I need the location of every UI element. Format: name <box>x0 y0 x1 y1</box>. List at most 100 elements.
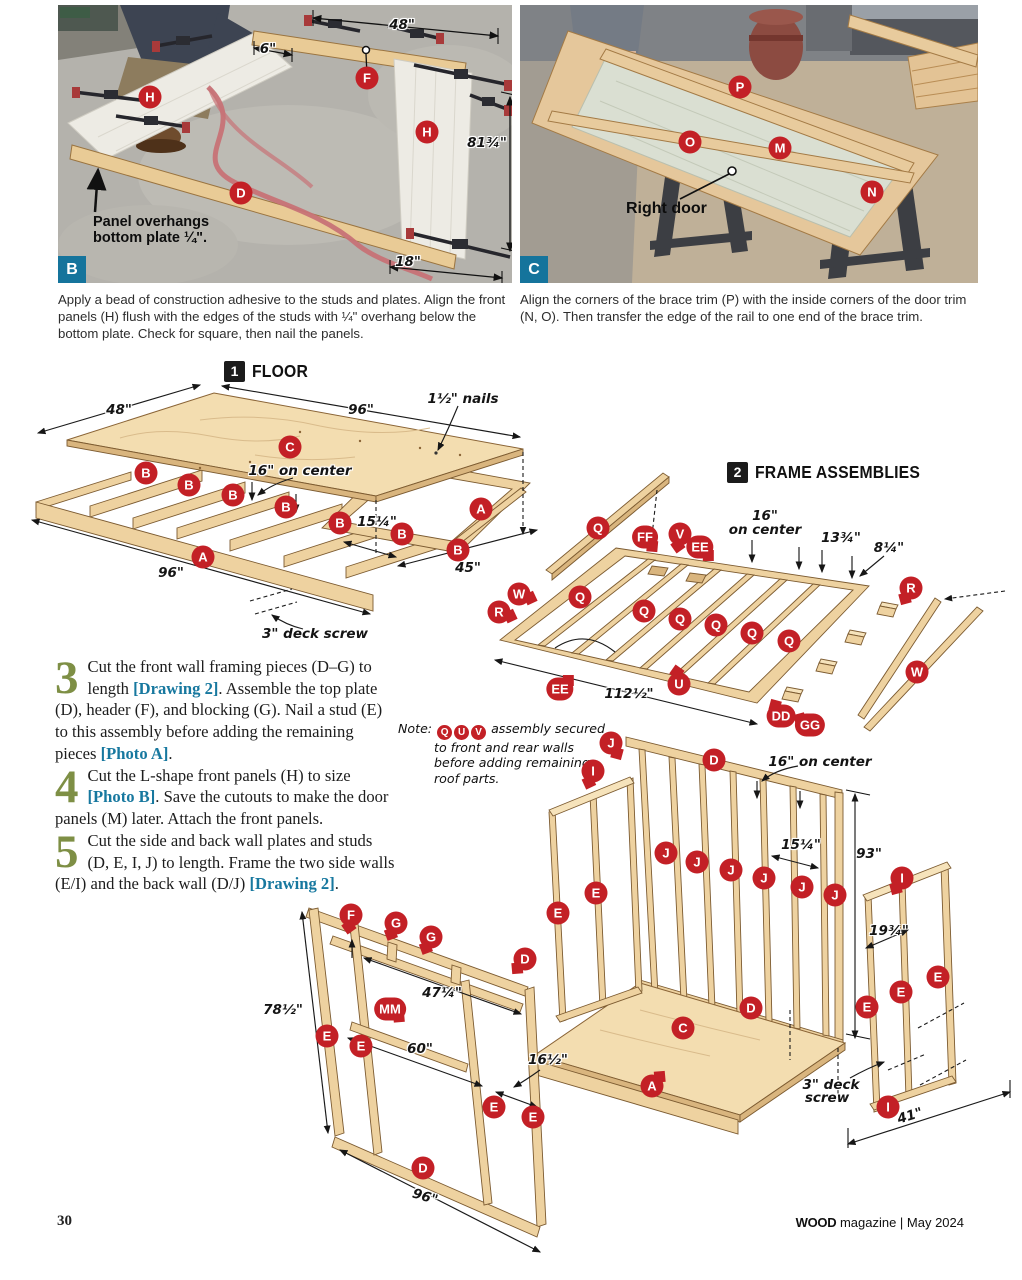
step-4-text-2: . Save the cutouts to make the door pane… <box>55 787 389 829</box>
drawing1-number-badge: 1 <box>224 361 245 382</box>
step-5-ref-1: [Drawing 2] <box>249 874 335 894</box>
part-label: A <box>469 497 493 521</box>
part-label: Q <box>704 613 728 637</box>
photo-c-caption: Align the corners of the brace trim (P) … <box>520 292 967 325</box>
dimension-label: 15¼" <box>357 514 397 530</box>
note-part-circle-v: V <box>471 725 487 740</box>
dimension-label: 45" <box>455 560 481 576</box>
part-label: Q <box>740 621 764 645</box>
part-label: GG <box>792 712 826 737</box>
part-label: D <box>702 748 726 772</box>
part-label: B <box>274 495 298 519</box>
part-label: V <box>668 522 692 554</box>
part-label: Q <box>668 607 692 631</box>
part-label: J <box>823 883 847 907</box>
dimension-label: 112½" <box>604 686 654 702</box>
step-4-number: 4 <box>55 760 79 813</box>
part-label: I <box>876 1095 900 1119</box>
part-label: R <box>898 576 923 606</box>
drawing2-number-badge: 2 <box>727 462 748 483</box>
dimension-label: on center <box>728 522 802 538</box>
dimension-label: 16" on center <box>248 463 352 479</box>
part-label: B <box>328 511 352 535</box>
dimension-label: 96" <box>410 1185 440 1209</box>
dimension-label: 96" <box>348 402 374 418</box>
page-number: 30 <box>57 1213 72 1229</box>
dimension-label: 60" <box>407 1041 433 1057</box>
drawing1-title: FLOOR <box>252 361 309 381</box>
door-assembly <box>531 14 978 256</box>
part-label: B <box>221 483 245 507</box>
dimension-label: 3" deck screw <box>262 626 368 642</box>
step-3-text-3: . <box>168 743 173 763</box>
step-3-text-2: . Assemble the top plate (D), header (F)… <box>55 678 383 763</box>
step-4-text: Cut the L-shape front panels (H) to size <box>87 765 351 785</box>
part-label: A <box>191 545 215 569</box>
part-label: G <box>418 925 443 955</box>
part-label: W <box>507 582 538 606</box>
step-3-text: Cut the front wall framing pieces (D–G) … <box>87 657 372 698</box>
note-prefix: Note: <box>398 721 433 736</box>
part-label: Q <box>568 585 592 609</box>
footer-brand: WOOD <box>795 1215 837 1230</box>
part-label: A <box>640 1070 666 1098</box>
dimension-label: 93" <box>856 846 882 862</box>
photo-c-annotation: Right door <box>626 200 707 217</box>
photo-b-caption: Apply a bead of construction adhesive to… <box>58 292 506 342</box>
gg-blocks <box>781 601 899 703</box>
dimension-label: 16½" <box>528 1052 568 1068</box>
roof-frame-diagram <box>493 472 1006 732</box>
footer-issue: magazine | May 2024 <box>836 1215 964 1230</box>
front-wall-diagram <box>299 907 547 1253</box>
part-label: I <box>889 866 914 896</box>
part-label: W <box>905 660 929 684</box>
floor-diagram <box>30 383 539 630</box>
step-5-text: Cut the side and back wall plates and st… <box>55 830 395 894</box>
photo-c-badge: C <box>520 256 548 283</box>
part-label: C <box>278 435 302 459</box>
photo-b-dimension-lines <box>86 10 512 283</box>
photo-b-scene <box>58 5 512 283</box>
step-3-ref-1: [Drawing 2] <box>133 678 219 698</box>
part-label: E <box>926 965 950 989</box>
part-label: E <box>889 980 913 1004</box>
part-label: C <box>671 1016 695 1040</box>
part-label: E <box>315 1024 339 1048</box>
part-label: J <box>719 858 743 882</box>
part-label: F <box>339 903 363 935</box>
footer-credit: WOOD magazine | May 2024 <box>796 1215 964 1230</box>
note-part-circle-q: Q <box>437 725 453 740</box>
part-label: J <box>790 875 814 899</box>
part-label: E <box>546 901 570 925</box>
part-label: Q <box>777 629 801 653</box>
part-label: J <box>685 850 709 874</box>
dimension-label: 19¾" <box>869 923 909 939</box>
photo-b-annotation: Panel overhangs bottom plate ¼". <box>93 214 210 247</box>
dimension-label: 3" deck <box>802 1077 860 1093</box>
front-wall-panels <box>67 30 473 270</box>
drawing2-header: 2 FRAME ASSEMBLIES <box>727 462 938 483</box>
part-label: J <box>654 841 678 865</box>
drawing1-header: 1 FLOOR <box>224 361 314 382</box>
photo-b <box>58 5 512 283</box>
air-hose <box>206 85 434 282</box>
part-label: Q <box>586 516 610 540</box>
part-label: EE <box>546 675 574 701</box>
part-label: B <box>446 538 470 562</box>
dimension-label: 15¼" <box>781 837 821 853</box>
part-label: D <box>511 947 537 975</box>
part-label: J <box>752 866 776 890</box>
part-label: EE <box>686 535 714 561</box>
dimension-label: 96" <box>158 565 184 581</box>
part-label: FF <box>632 525 659 553</box>
dimension-label: 16" <box>752 508 778 524</box>
part-label: E <box>855 995 879 1019</box>
dimension-label: 78½" <box>263 1002 303 1018</box>
dimension-label: 16" on center <box>768 754 872 770</box>
step-3-number: 3 <box>55 652 79 704</box>
part-label: Q <box>632 599 656 623</box>
